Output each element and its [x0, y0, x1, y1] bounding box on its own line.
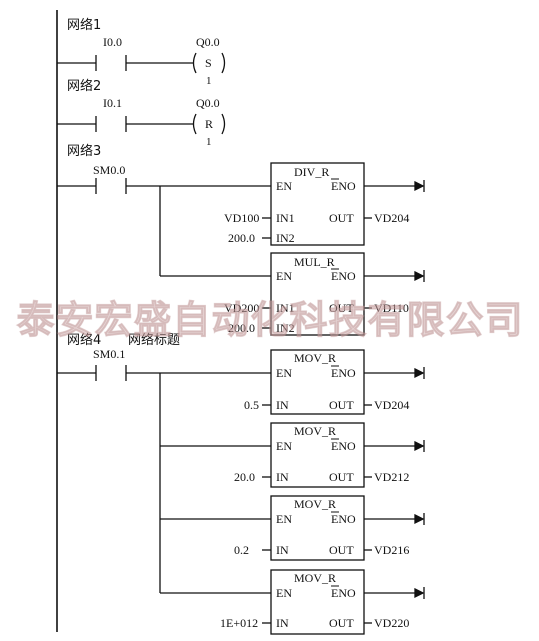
out-value: VD216	[374, 543, 409, 557]
div-r-block: DIV_R EN ENO VD100 IN1 200.0 IN2 OUT VD2…	[224, 162, 425, 246]
eno-pin: ENO	[331, 179, 356, 193]
en-pin: EN	[276, 512, 292, 526]
in-value: 0.2	[234, 543, 249, 557]
in2-pin: IN2	[276, 231, 295, 245]
watermark-text: 泰安宏盛自动化科技有限公司	[16, 298, 523, 342]
block-name: MOV_R	[294, 571, 336, 585]
network-label: 网络4	[67, 332, 101, 348]
out-pin: OUT	[329, 543, 354, 557]
in1-pin: IN1	[276, 211, 295, 225]
in-pin: IN	[276, 616, 289, 630]
network-label: 网络3	[67, 143, 101, 159]
in-pin: IN	[276, 470, 289, 484]
eno-pin: ENO	[331, 512, 356, 526]
out-pin: OUT	[329, 211, 354, 225]
coil-type: R	[205, 117, 213, 131]
coil-type: S	[205, 56, 212, 70]
contact-no-4: SM0.1	[57, 347, 271, 594]
in1-value: VD200	[224, 301, 259, 315]
out-pin: OUT	[329, 398, 354, 412]
en-pin: EN	[276, 586, 292, 600]
eno-pin: ENO	[331, 586, 356, 600]
in1-pin: IN1	[276, 301, 295, 315]
out-value: VD110	[374, 301, 409, 315]
block-name: MOV_R	[294, 497, 336, 511]
en-pin: EN	[276, 439, 292, 453]
out-pin: OUT	[329, 301, 354, 315]
block-name: MUL_R	[294, 255, 335, 269]
in-value: 20.0	[234, 470, 255, 484]
set-coil: Q0.0 S 1	[192, 35, 226, 87]
block-name: MOV_R	[294, 351, 336, 365]
mov-r-block: MOV_R EN ENO 0.5 IN OUT VD204	[244, 349, 425, 415]
en-pin: EN	[276, 179, 292, 193]
out-value: VD204	[374, 211, 409, 225]
coil-count: 1	[206, 75, 212, 87]
network-title: 网络标题	[128, 332, 180, 348]
network-label: 网络1	[67, 17, 101, 33]
in2-value: 200.0	[228, 231, 255, 245]
in-value: 1E+012	[220, 616, 258, 630]
block-name: DIV_R	[294, 165, 329, 179]
coil-address: Q0.0	[196, 35, 220, 49]
contact-address: I0.1	[103, 96, 122, 110]
contact-address: SM0.1	[93, 347, 125, 361]
in-value: 0.5	[244, 398, 259, 412]
contact-no-3: SM0.0	[57, 163, 271, 277]
out-value: VD204	[374, 398, 409, 412]
in1-value: VD100	[224, 211, 259, 225]
coil-count: 1	[206, 136, 212, 148]
mov-r-block: MOV_R EN ENO 1E+012 IN OUT VD220	[220, 569, 425, 635]
mov-r-block: MOV_R EN ENO 0.2 IN OUT VD216	[234, 495, 425, 561]
out-pin: OUT	[329, 470, 354, 484]
in2-value: 200.0	[228, 321, 255, 335]
out-pin: OUT	[329, 616, 354, 630]
in-pin: IN	[276, 398, 289, 412]
en-pin: EN	[276, 366, 292, 380]
reset-coil: Q0.0 R 1	[192, 96, 226, 148]
block-name: MOV_R	[294, 424, 336, 438]
out-value: VD220	[374, 616, 409, 630]
contact-address: I0.0	[103, 35, 122, 49]
contact-address: SM0.0	[93, 163, 125, 177]
in-pin: IN	[276, 543, 289, 557]
eno-pin: ENO	[331, 439, 356, 453]
contact-no-1: I0.0	[57, 35, 193, 71]
network-3: 网络3 SM0.0 DIV_R EN ENO VD100 IN1 200.0	[57, 143, 425, 336]
network-2: 网络2 I0.1 Q0.0 R 1	[57, 78, 226, 148]
coil-address: Q0.0	[196, 96, 220, 110]
mul-r-block: MUL_R EN ENO VD200 IN1 200.0 IN2 OUT VD1…	[224, 252, 425, 336]
network-label: 网络2	[67, 78, 101, 94]
en-pin: EN	[276, 269, 292, 283]
network-4: 网络4 网络标题 SM0.1 MOV_R EN ENO 0.5 IN	[57, 332, 425, 635]
in2-pin: IN2	[276, 321, 295, 335]
mov-r-block: MOV_R EN ENO 20.0 IN OUT VD212	[234, 422, 425, 488]
contact-no-2: I0.1	[57, 96, 193, 132]
out-value: VD212	[374, 470, 409, 484]
eno-pin: ENO	[331, 269, 356, 283]
network-1: 网络1 I0.0 Q0.0 S 1	[57, 17, 226, 87]
eno-pin: ENO	[331, 366, 356, 380]
